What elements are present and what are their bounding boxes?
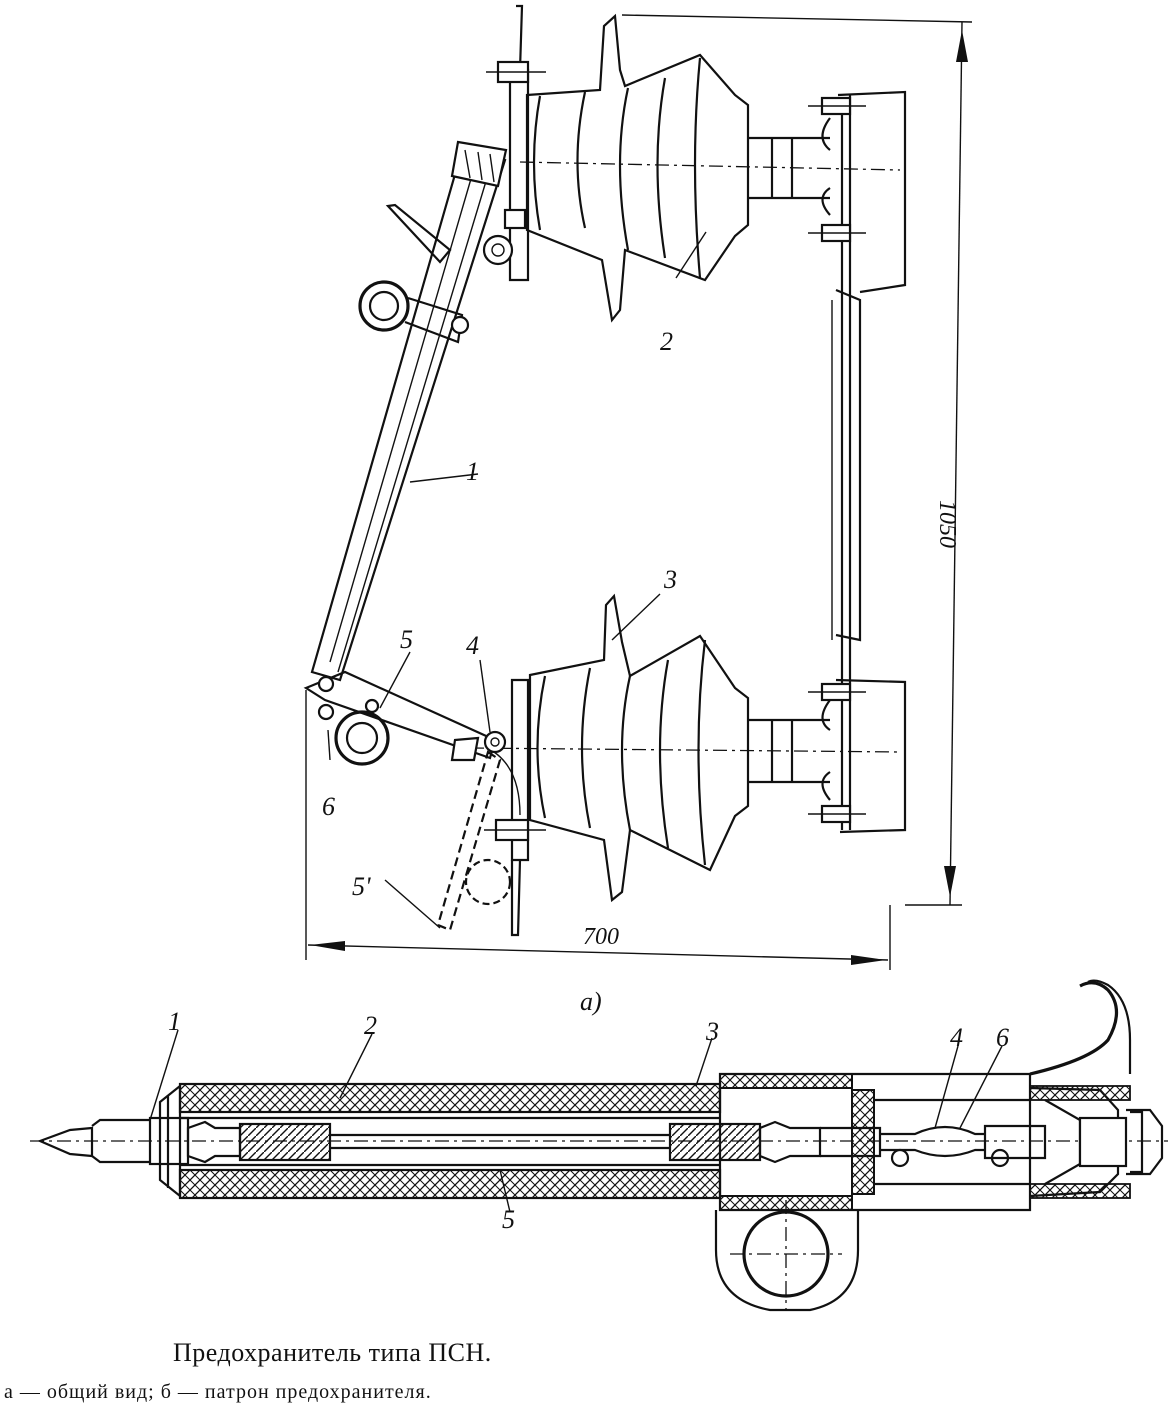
callout-a-6: 6 [322, 792, 335, 821]
caption-title: Предохранитель типа ПСН. [173, 1338, 492, 1367]
callout-a-2: 2 [660, 327, 673, 356]
dimension-height-label: 1050 [934, 500, 960, 548]
figure-b-fuse-cartridge: 1 2 3 4 5 6 [30, 979, 1168, 1312]
mounting-frame [831, 90, 907, 834]
callout-b-5: 5 [502, 1205, 515, 1234]
callout-b-3: 3 [705, 1017, 719, 1046]
bottom-insulator [469, 593, 901, 937]
callout-b-2: 2 [364, 1011, 377, 1040]
dimension-lines [305, 14, 973, 970]
callout-b-6: 6 [996, 1023, 1009, 1052]
callout-a-4: 4 [466, 631, 479, 660]
lever-mechanism [303, 670, 521, 932]
callout-b-1: 1 [168, 1007, 181, 1036]
callout-b-4: 4 [950, 1023, 963, 1052]
figure-a-label: а) [580, 987, 602, 1016]
caption-subtitle: а — общий вид; б — патрон предохранителя… [4, 1381, 432, 1403]
fuse-tube [310, 140, 514, 682]
top-insulator [486, 4, 901, 323]
callout-a-1: 1 [466, 457, 479, 486]
figure-a-callouts: 1 2 3 4 5 5' 6 1050 700 а) [322, 327, 960, 1016]
callout-a-3: 3 [663, 565, 677, 594]
dimension-width-label: 700 [583, 924, 619, 950]
figure-a-general-view: 1 2 3 4 5 5' 6 1050 700 а) [303, 4, 973, 1016]
leader-lines [327, 231, 707, 929]
callout-a-5-prime: 5' [352, 872, 371, 901]
callout-a-5: 5 [400, 625, 413, 654]
